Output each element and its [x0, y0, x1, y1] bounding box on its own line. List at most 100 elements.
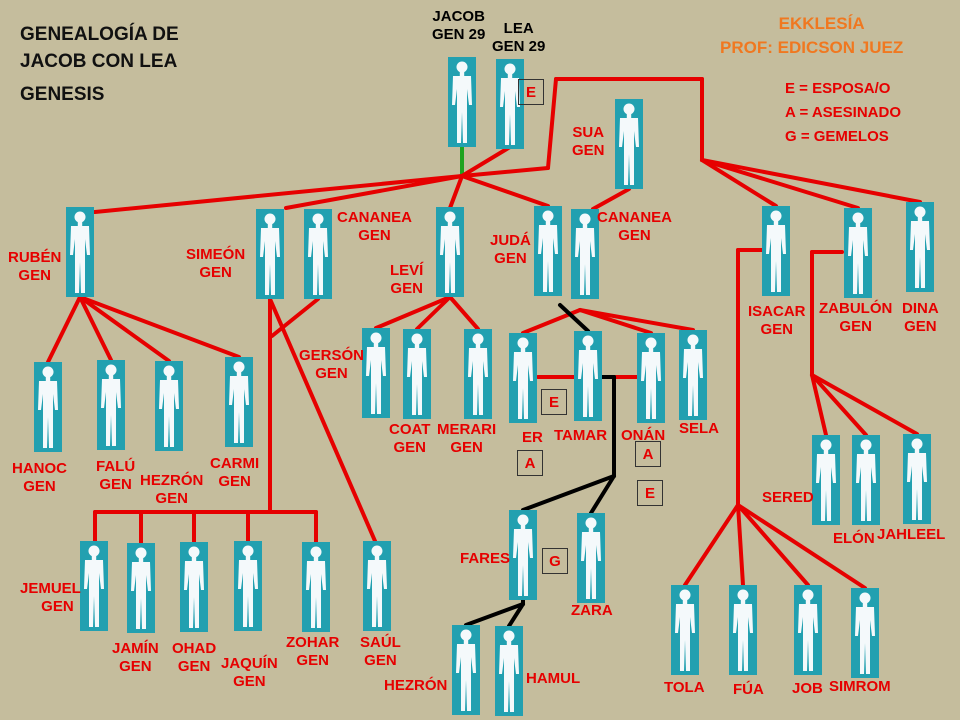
name-juda: JUDÁ — [490, 232, 531, 249]
label-zara: ZARA — [571, 602, 613, 619]
person-ruben-icon — [66, 207, 94, 297]
name-zabulon: ZABULÓN — [819, 300, 893, 317]
line-tamar-fares — [521, 474, 616, 512]
label-er: ER — [522, 429, 543, 446]
person-sela-icon — [679, 330, 707, 420]
ref-zohar: GEN — [296, 652, 329, 669]
person-gerson-icon — [362, 328, 390, 418]
line-i-simrom — [736, 503, 867, 590]
line-i-fua — [736, 503, 745, 587]
line-can1-saul — [270, 297, 320, 338]
name-jemuel: JEMUEL — [20, 580, 81, 597]
line-hub-levi — [448, 174, 464, 210]
name-gerson: GERSÓN — [299, 347, 365, 364]
connection-lines — [46, 77, 922, 628]
name-sua: SUA — [572, 124, 605, 141]
label-sela: SELA — [679, 420, 720, 437]
person-fua-icon — [729, 585, 757, 675]
ref-jaquin: GEN — [233, 673, 266, 690]
line-l-merari — [448, 295, 480, 331]
name-hanoc: HANOC — [12, 460, 67, 477]
label-tola: TOLA — [664, 679, 705, 696]
line-z-elon — [810, 373, 868, 437]
ref-simeon: GEN — [199, 264, 232, 281]
line-l-gerson — [374, 295, 452, 330]
ref-isacar: GEN — [760, 321, 794, 338]
name-coat: COAT — [389, 421, 431, 438]
killed-marker-er: A — [517, 450, 543, 476]
person-jacob-icon — [448, 57, 476, 147]
title-line-2: JACOB CON LEA — [20, 50, 178, 72]
line-i-tola — [683, 503, 740, 587]
person-elon-icon — [852, 435, 880, 525]
line-r-carmi — [78, 295, 241, 359]
ref-levi: GEN — [390, 280, 423, 297]
label-hezron-fares: HEZRÓN — [384, 677, 448, 694]
line-fan-isacar — [700, 158, 778, 208]
line-sua-cananea — [591, 187, 631, 211]
legend: E = ESPOSA/O A = ASESINADO G = GEMELOS — [785, 80, 901, 146]
person-isacar-icon — [762, 206, 790, 296]
name-simeon: SIMEÓN — [186, 246, 246, 263]
ref-merari: GEN — [450, 439, 483, 456]
line-j-tamar — [558, 303, 590, 333]
person-sered-icon — [812, 435, 840, 525]
name-falu: FALÚ — [96, 458, 136, 475]
legend-killed: A = ASESINADO — [785, 104, 901, 121]
ref-sua: GEN — [572, 142, 605, 159]
label-hamul: HAMUL — [526, 670, 581, 687]
person-hezron-r-icon — [155, 361, 183, 451]
label-elon: ELÓN — [833, 530, 875, 547]
name-ruben: RUBÉN — [8, 249, 62, 266]
person-jamin-icon — [127, 543, 155, 633]
name-ohad: OHAD — [172, 640, 217, 657]
line-hub-isacar — [460, 166, 550, 178]
person-falu-icon — [97, 360, 125, 450]
name-jacob: JACOB — [432, 8, 485, 25]
person-zara-icon — [577, 513, 605, 603]
name-jaquin: JAQUÍN — [221, 655, 278, 672]
name-lea: LEA — [503, 20, 534, 37]
person-onan-icon — [637, 333, 665, 423]
ref-coat: GEN — [393, 439, 426, 456]
name-dina: DINA — [902, 300, 939, 317]
ref-ruben: GEN — [18, 267, 51, 284]
spouse-marker-lea: E — [518, 79, 544, 105]
person-tola-icon — [671, 585, 699, 675]
legend-twins: G = GEMELOS — [785, 128, 889, 145]
line-link-top-left — [546, 77, 558, 170]
ref-jemuel: GEN — [41, 598, 74, 615]
ref-saul: GEN — [364, 652, 397, 669]
line-tamar-zara — [589, 474, 616, 515]
person-carmi-icon — [225, 357, 253, 447]
diagram-title: GENEALOGÍA DE JACOB CON LEA GENESIS — [20, 24, 179, 106]
name-cananea-1: CANANEA — [337, 209, 412, 226]
person-sua-icon — [615, 99, 643, 189]
title-line-3: GENESIS — [20, 83, 105, 105]
name-zohar: ZOHAR — [286, 634, 340, 651]
line-f-hezron — [464, 602, 525, 627]
ref-cananea-1: GEN — [358, 227, 391, 244]
name-hezron-ruben: HEZRÓN — [140, 472, 204, 489]
line-hub-juda — [460, 174, 550, 208]
person-hanoc-icon — [34, 362, 62, 452]
person-dina-icon — [906, 202, 934, 292]
name-levi: LEVÍ — [390, 262, 424, 279]
line-i-job — [736, 503, 810, 587]
